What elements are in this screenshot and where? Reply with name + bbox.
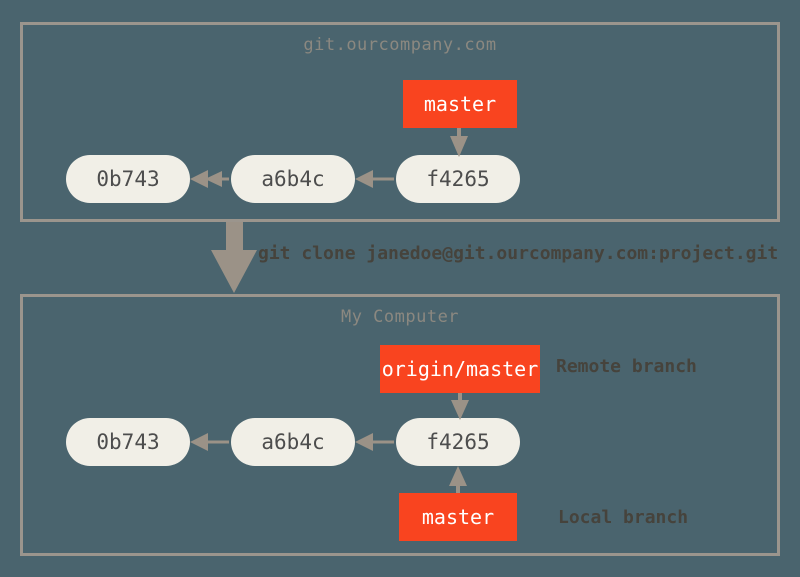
panel-local-computer: My Computer xyxy=(20,294,780,556)
branch-box-local-master[interactable]: master xyxy=(399,493,517,541)
label-local-branch: Local branch xyxy=(558,507,689,528)
commit-node-remote-0b743[interactable]: 0b743 xyxy=(66,155,190,203)
label-remote-branch: Remote branch xyxy=(556,356,697,377)
commit-node-remote-f4265[interactable]: f4265 xyxy=(396,155,520,203)
panel-local-title: My Computer xyxy=(340,307,460,327)
clone-command-label: git clone janedoe@git.ourcompany.com:pro… xyxy=(258,243,779,264)
arrow-clone-transition xyxy=(211,222,257,293)
branch-box-origin-master[interactable]: origin/master xyxy=(380,345,540,393)
commit-node-local-0b743[interactable]: 0b743 xyxy=(66,418,190,466)
branch-box-remote-master[interactable]: master xyxy=(403,80,517,128)
panel-remote-server: git.ourcompany.com xyxy=(20,22,780,222)
panel-remote-title: git.ourcompany.com xyxy=(303,35,497,55)
commit-node-local-a6b4c[interactable]: a6b4c xyxy=(231,418,355,466)
commit-node-local-f4265[interactable]: f4265 xyxy=(396,418,520,466)
commit-node-remote-a6b4c[interactable]: a6b4c xyxy=(231,155,355,203)
